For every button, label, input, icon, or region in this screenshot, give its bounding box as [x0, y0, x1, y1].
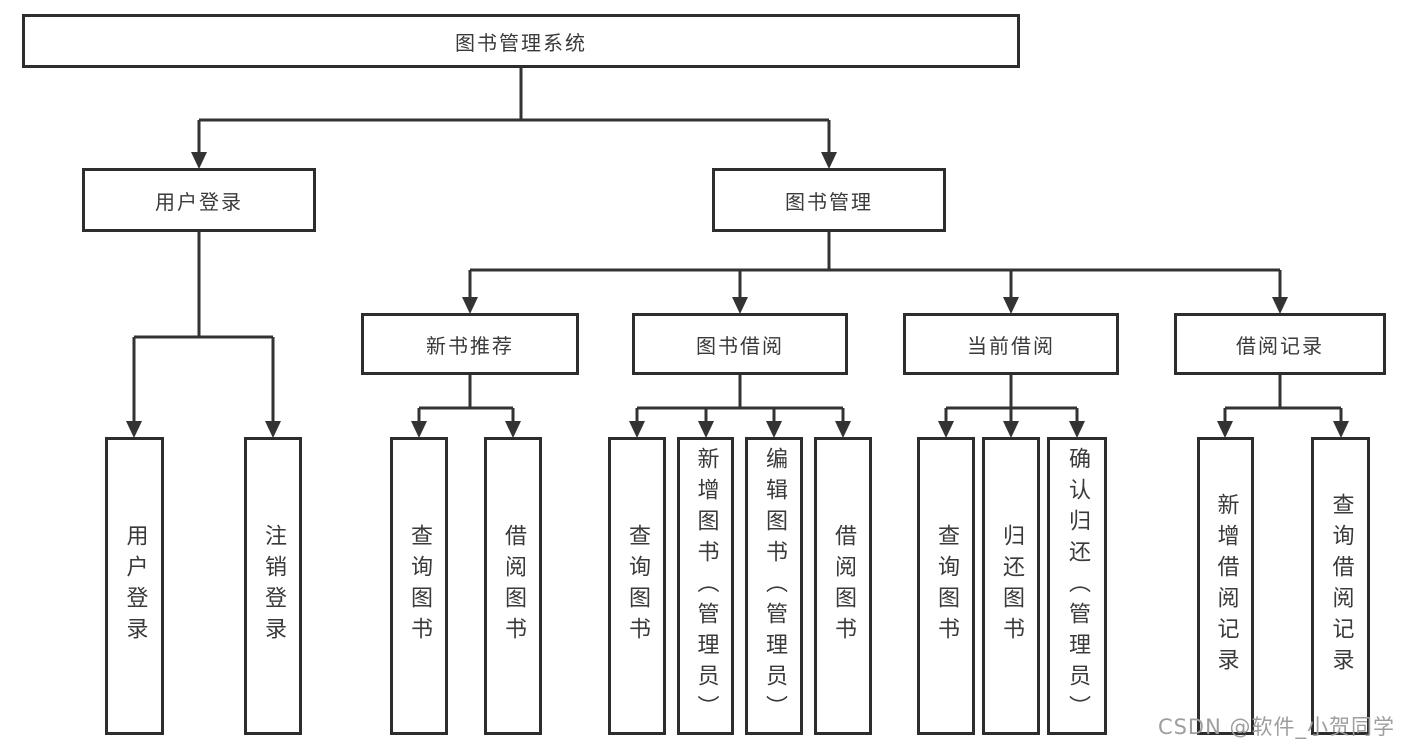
- leaf-borrow-books-1: 借阅图书: [484, 437, 542, 735]
- node-current-borrowing-label: 当前借阅: [967, 333, 1055, 358]
- csdn-watermark: CSDN @软件_小贺同学: [1157, 715, 1395, 739]
- leaf-add-books-admin: 新增图书（管理员）: [677, 437, 734, 735]
- leaf-logout: 注销登录: [244, 437, 302, 735]
- leaf-edit-books-admin-label: 编辑图书（管理员）: [762, 446, 787, 726]
- leaf-confirm-return-admin: 确认归还（管理员）: [1047, 437, 1107, 735]
- arrowheads-level3: [462, 297, 1288, 314]
- node-book-borrowing: 图书借阅: [632, 313, 848, 375]
- node-user-login-label: 用户登录: [155, 189, 243, 214]
- leaf-query-books-3-label: 查询图书: [934, 524, 959, 648]
- node-user-login: 用户登录: [82, 168, 316, 232]
- connector-book-borrow-split: [635, 375, 845, 423]
- leaf-add-books-admin-label: 新增图书（管理员）: [693, 446, 719, 726]
- leaf-borrow-books-1-label: 借阅图书: [501, 524, 526, 648]
- leaf-query-books-1: 查询图书: [390, 437, 448, 735]
- leaf-borrow-books-2-label: 借阅图书: [831, 524, 856, 648]
- node-book-management: 图书管理: [712, 168, 946, 232]
- connector-book-mgmt-split: [468, 232, 1282, 298]
- arrowheads-current-borrow-leaves: [938, 421, 1085, 438]
- arrowheads-user-login-leaves: [126, 421, 281, 438]
- leaf-confirm-return-admin-label: 确认归还（管理员）: [1065, 446, 1090, 726]
- leaf-add-borrow-record-label: 新增借阅记录: [1213, 493, 1239, 679]
- node-book-management-label: 图书管理: [785, 189, 873, 214]
- node-current-borrowing: 当前借阅: [903, 313, 1119, 375]
- leaf-user-login: 用户登录: [105, 437, 164, 735]
- node-root-label: 图书管理系统: [455, 30, 587, 55]
- connector-current-borrow-split: [944, 375, 1079, 423]
- leaf-borrow-books-2: 借阅图书: [814, 437, 872, 735]
- leaf-query-borrow-record: 查询借阅记录: [1311, 437, 1370, 735]
- leaf-query-borrow-record-label: 查询借阅记录: [1328, 493, 1354, 679]
- leaf-query-books-1-label: 查询图书: [407, 524, 432, 648]
- leaf-edit-books-admin: 编辑图书（管理员）: [745, 437, 803, 735]
- arrowheads-level2: [191, 152, 837, 169]
- node-root: 图书管理系统: [22, 14, 1020, 68]
- arrowheads-borrow-records-leaves: [1217, 421, 1349, 438]
- leaf-query-books-3: 查询图书: [917, 437, 975, 735]
- connector-borrow-records-split: [1223, 375, 1343, 423]
- connector-new-book-rec-split: [417, 375, 515, 423]
- leaf-add-borrow-record: 新增借阅记录: [1197, 437, 1254, 735]
- leaf-return-books: 归还图书: [982, 437, 1040, 735]
- leaf-query-books-2: 查询图书: [608, 437, 666, 735]
- leaf-return-books-label: 归还图书: [999, 524, 1024, 648]
- node-new-book-recommend: 新书推荐: [361, 313, 579, 375]
- node-borrow-records: 借阅记录: [1174, 313, 1386, 375]
- arrowheads-book-borrow-leaves: [629, 421, 851, 438]
- leaf-query-books-2-label: 查询图书: [625, 524, 650, 648]
- leaf-logout-label: 注销登录: [261, 524, 286, 648]
- leaf-user-login-label: 用户登录: [122, 524, 148, 648]
- node-borrow-records-label: 借阅记录: [1236, 333, 1324, 358]
- arrowheads-new-book-rec-leaves: [411, 421, 521, 438]
- connector-root-to-level2: [197, 68, 831, 153]
- connector-user-login-split: [132, 232, 275, 423]
- node-new-book-recommend-label: 新书推荐: [426, 333, 514, 358]
- node-book-borrowing-label: 图书借阅: [696, 333, 784, 358]
